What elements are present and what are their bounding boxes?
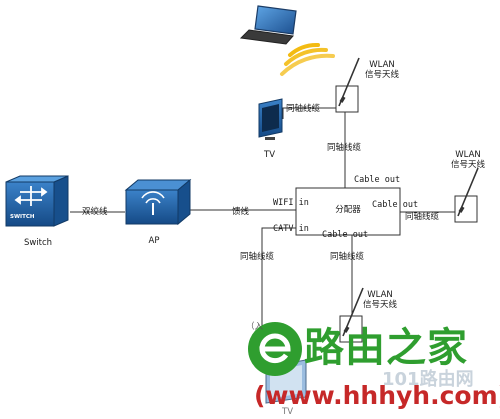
switch-device-icon <box>5 175 69 227</box>
coax-right-label: 同轴线缆 <box>405 212 440 222</box>
coax-bottom-label: 同轴线缆 <box>330 252 365 262</box>
tv-bottom-label: TV <box>282 407 294 417</box>
watermark-brand: 路由之家 <box>304 325 468 371</box>
wifi-in-label: WIFI in <box>273 198 309 208</box>
link-catv-bottom <box>261 227 296 345</box>
cable-out-bottom-label: Cable out <box>322 230 369 240</box>
tv-top-icon <box>258 98 283 140</box>
antenna-bottom-icon <box>339 287 364 343</box>
cable-out-right-label: Cable out <box>372 200 419 210</box>
feeder-label: 馈线 <box>232 207 250 217</box>
coax-top-label: 同轴线缆 <box>327 143 362 153</box>
wlan-right-label-text: WLAN 信号天线 <box>450 150 485 170</box>
wifi-signal-icon <box>280 42 335 76</box>
wlan-bottom-label-text: WLAN 信号天线 <box>362 290 397 310</box>
ap-device-icon <box>124 178 192 226</box>
link-tv-top <box>282 107 336 119</box>
antenna-right-icon <box>454 167 479 223</box>
ap-label: AP <box>148 236 160 246</box>
catv-in-label: CATV in <box>273 224 309 234</box>
splitter-box <box>295 187 401 236</box>
splitter-label: 分配器 <box>335 205 361 215</box>
cable-out-top-label: Cable out <box>354 175 401 185</box>
wlan-bottom-label: WLAN 信号天线 <box>358 290 402 310</box>
laptop-icon <box>239 5 297 45</box>
switch-device-text: SWITCH <box>10 214 35 220</box>
wlan-top-label-text: WLAN 信号天线 <box>364 60 399 80</box>
watermark-url: (www.hhhyh.com) <box>254 381 500 410</box>
twisted-pair-label: 双绞线 <box>82 207 108 217</box>
antenna-top-icon <box>335 57 360 113</box>
connection-lines <box>70 107 455 345</box>
watermark-faint: 101路由网 <box>382 369 474 390</box>
tv-top-label: TV <box>264 150 276 160</box>
wlan-right-label: WLAN 信号天线 <box>446 150 490 170</box>
coax-bottom-left-label: 同轴线缆 <box>240 252 275 262</box>
partial-paren-label: （入 <box>246 322 264 332</box>
switch-label: Switch <box>23 238 53 248</box>
wlan-top-label: WLAN 信号天线 <box>360 60 404 80</box>
watermark-logo-icon <box>248 322 302 376</box>
coax-tv-top-label: 同轴线缆 <box>286 104 321 114</box>
